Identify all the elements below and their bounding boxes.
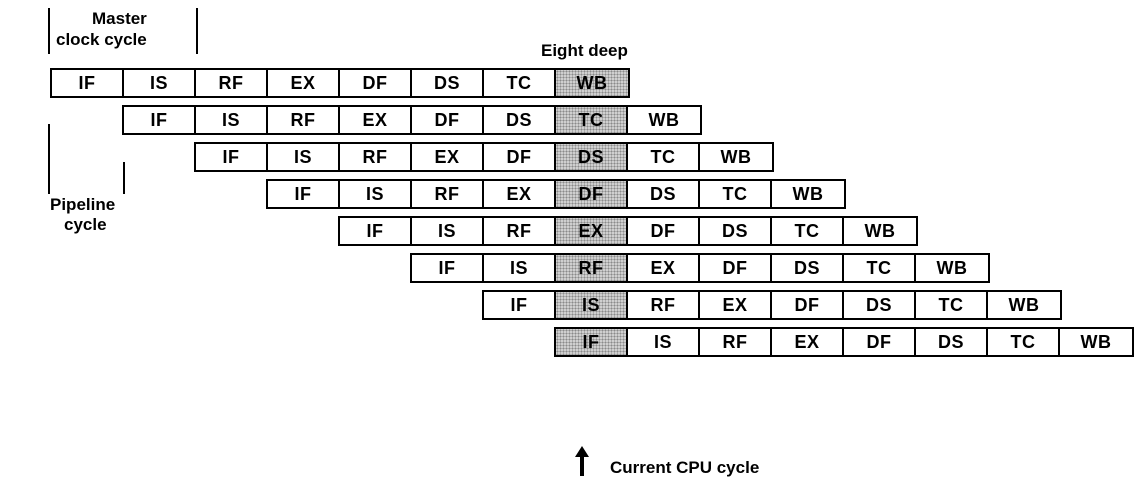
stage-cell-wb: WB xyxy=(1080,331,1112,352)
stage-cell-df: DF xyxy=(844,329,916,355)
stage-cell-ds: DS xyxy=(484,107,556,133)
stage-cell-is: IS xyxy=(412,218,484,244)
master-clock-right-tick xyxy=(196,8,198,54)
up-arrow-icon xyxy=(575,446,589,476)
stage-cell-df: DF xyxy=(340,70,412,96)
stage-cell-rf: RF xyxy=(556,255,628,281)
stage-cell-if: IF xyxy=(52,70,124,96)
stage-cell-if: IF xyxy=(340,218,412,244)
stage-cell-wb: WB xyxy=(1008,294,1040,315)
stage-cell-tc: TC xyxy=(556,107,628,133)
stage-cell-ds: DS xyxy=(916,329,988,355)
current-cpu-cycle-label: Current CPU cycle xyxy=(610,458,760,477)
stage-cell-is: IS xyxy=(340,181,412,207)
pipeline-cycle-left-tick xyxy=(48,124,50,194)
stage-cell-wb: WB xyxy=(720,146,752,167)
stage-cell-if: IF xyxy=(556,329,628,355)
stage-cell-ds: DS xyxy=(844,292,916,318)
stage-cell-tc: TC xyxy=(772,218,844,244)
stage-cell-tc: TC xyxy=(844,255,916,281)
stage-cell-is: IS xyxy=(484,255,556,281)
stage-cell-df: DF xyxy=(556,181,628,207)
stage-cell-rf: RF xyxy=(628,292,700,318)
stage-cell-tc: TC xyxy=(700,181,772,207)
stage-cell-rf: RF xyxy=(412,181,484,207)
stage-cell-df: DF xyxy=(772,292,844,318)
stage-cell-ex: EX xyxy=(268,70,340,96)
stage-cell-rf: RF xyxy=(268,107,340,133)
stage-cell-rf: RF xyxy=(700,329,772,355)
pipeline-cycle-right-tick xyxy=(123,162,125,194)
stage-cell-ds: DS xyxy=(412,70,484,96)
stage-cell-ex: EX xyxy=(412,144,484,170)
stage-cell-is: IS xyxy=(628,329,700,355)
stage-cell-tc: TC xyxy=(484,70,556,96)
stage-cell-wb: WB xyxy=(648,109,680,130)
stage-cell-if: IF xyxy=(124,107,196,133)
stage-cell-is: IS xyxy=(196,107,268,133)
stage-cell-is: IS xyxy=(556,292,628,318)
stage-cell-if: IF xyxy=(412,255,484,281)
stage-cell-ds: DS xyxy=(700,218,772,244)
stage-cell-ds: DS xyxy=(628,181,700,207)
stage-cell-df: DF xyxy=(628,218,700,244)
eight-deep-label: Eight deep xyxy=(541,41,628,60)
stage-cell-wb: WB xyxy=(936,257,968,278)
cycle-label: cycle xyxy=(64,215,107,234)
stage-cell-wb: WB xyxy=(864,220,896,241)
stage-cell-ex: EX xyxy=(340,107,412,133)
clock-cycle-label: clock cycle xyxy=(56,30,147,49)
stage-cell-ex: EX xyxy=(772,329,844,355)
stage-cell-rf: RF xyxy=(340,144,412,170)
master-label: Master xyxy=(92,9,147,28)
stage-cell-df: DF xyxy=(700,255,772,281)
stage-cell-tc: TC xyxy=(916,292,988,318)
stage-cell-df: DF xyxy=(484,144,556,170)
stage-cell-wb: WB xyxy=(556,70,628,96)
master-clock-left-tick xyxy=(48,8,50,54)
stage-cell-ex: EX xyxy=(484,181,556,207)
stage-cell-ex: EX xyxy=(700,292,772,318)
stage-cell-is: IS xyxy=(268,144,340,170)
stage-cell-ds: DS xyxy=(772,255,844,281)
stage-cell-ex: EX xyxy=(556,218,628,244)
stage-cell-df: DF xyxy=(412,107,484,133)
stage-cell-if: IF xyxy=(196,144,268,170)
stage-cell-rf: RF xyxy=(484,218,556,244)
stage-cell-tc: TC xyxy=(988,329,1060,355)
stage-cell-is: IS xyxy=(124,70,196,96)
stage-cell-if: IF xyxy=(268,181,340,207)
stage-cell-ds: DS xyxy=(556,144,628,170)
stage-cell-rf: RF xyxy=(196,70,268,96)
stage-cell-if: IF xyxy=(484,292,556,318)
stage-cell-ex: EX xyxy=(628,255,700,281)
stage-cell-tc: TC xyxy=(628,144,700,170)
pipeline-label: Pipeline xyxy=(50,195,116,214)
stage-cell-wb: WB xyxy=(792,183,824,204)
